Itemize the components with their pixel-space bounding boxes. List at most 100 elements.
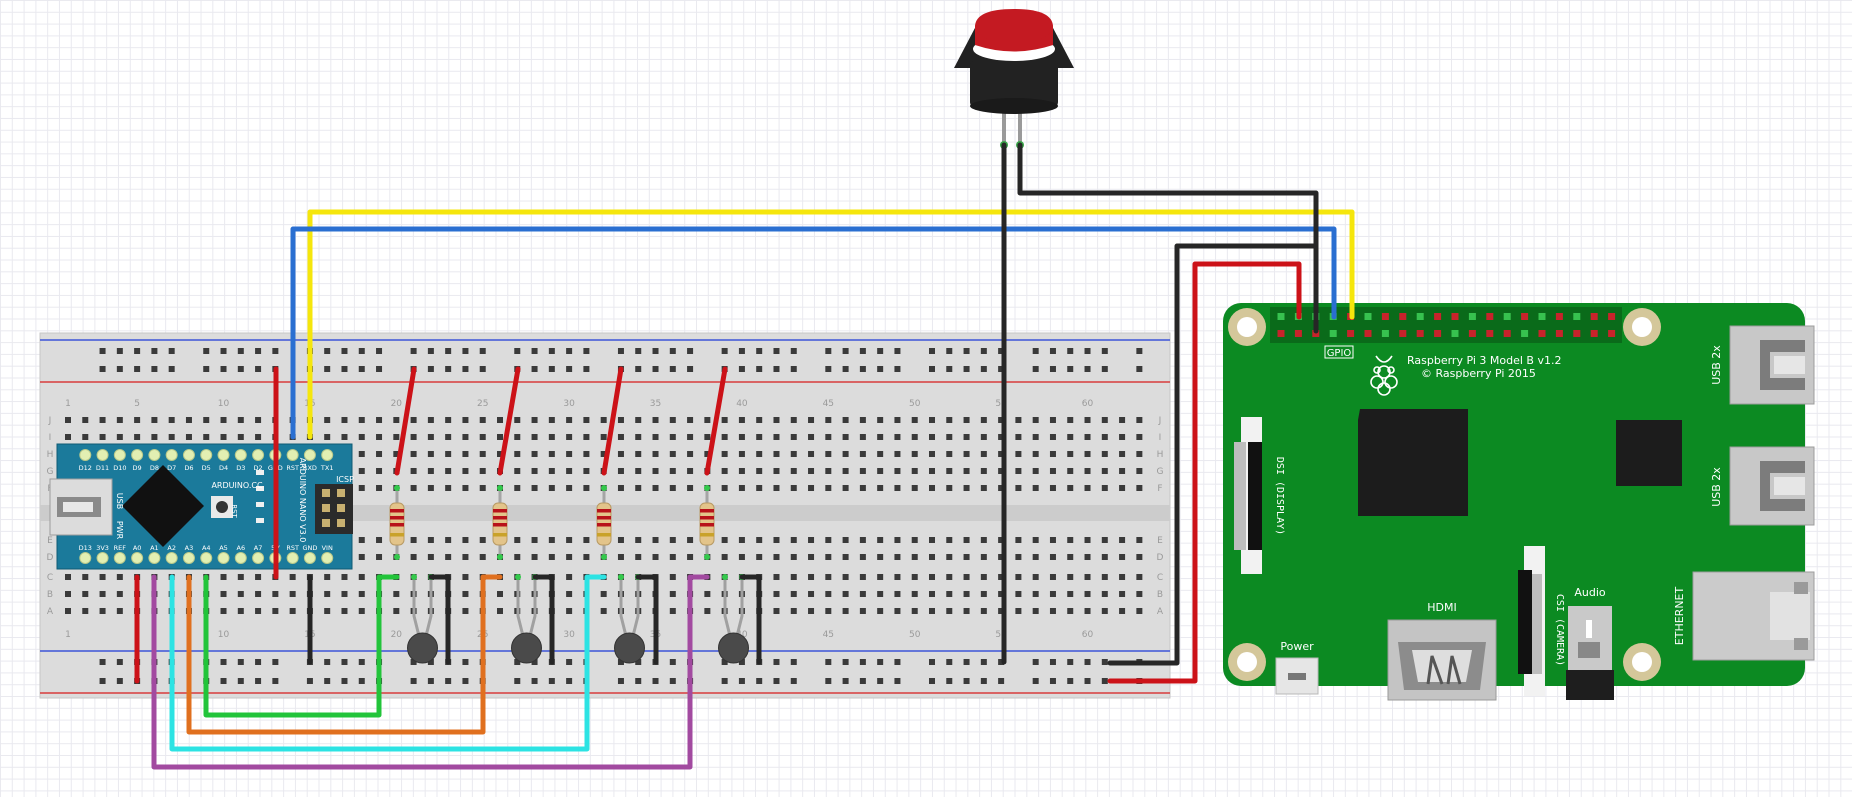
breadboard-rail-hole <box>877 678 884 684</box>
breadboard-hole <box>600 434 607 440</box>
breadboard-hole <box>1032 591 1039 597</box>
breadboard-rail-hole <box>859 348 866 354</box>
breadboard-hole <box>566 468 573 474</box>
breadboard-hole <box>842 537 849 543</box>
breadboard-hole <box>859 417 866 423</box>
breadboard-hole <box>220 574 227 580</box>
breadboard-hole <box>859 468 866 474</box>
row-letter: E <box>1157 536 1163 546</box>
breadboard-hole <box>721 554 728 560</box>
nano-pin <box>234 552 247 564</box>
breadboard-hole <box>1032 554 1039 560</box>
breadboard-hole <box>376 537 383 543</box>
column-number-bottom: 60 <box>1082 630 1094 640</box>
breadboard-hole <box>894 554 901 560</box>
breadboard-hole <box>531 468 538 474</box>
breadboard-rail-hole <box>134 348 141 354</box>
breadboard-rail-hole <box>738 366 745 372</box>
breadboard-hole <box>790 485 797 491</box>
nano-pin <box>96 552 109 564</box>
breadboard-rail-hole <box>1136 366 1143 372</box>
nano-pin <box>182 449 195 461</box>
breadboard-hole <box>1119 485 1126 491</box>
breadboard-hole <box>220 434 227 440</box>
breadboard-hole <box>410 537 417 543</box>
thermistors <box>407 574 749 664</box>
breadboard-rail-hole <box>825 659 832 665</box>
nano-pin-label: D5 <box>202 464 211 472</box>
breadboard-rail-hole <box>738 659 745 665</box>
breadboard-hole <box>998 434 1005 440</box>
gpio-pin <box>1381 313 1389 320</box>
breadboard-rail-hole <box>358 348 365 354</box>
breadboard-hole <box>445 554 452 560</box>
breadboard-hole <box>583 434 590 440</box>
breadboard-rail-hole <box>99 659 106 665</box>
breadboard-hole <box>825 537 832 543</box>
breadboard-hole <box>583 537 590 543</box>
breadboard-hole <box>704 608 711 614</box>
breadboard-hole <box>842 468 849 474</box>
breadboard-hole <box>911 451 918 457</box>
gpio-pin <box>1608 313 1616 320</box>
breadboard-rail-hole <box>790 659 797 665</box>
nano-pin-label: A0 <box>133 544 142 552</box>
usb-port-1-label: USB 2x <box>1710 345 1723 385</box>
column-number-bottom: 45 <box>823 630 834 640</box>
breadboard-hole <box>859 451 866 457</box>
breadboard-hole <box>1067 485 1074 491</box>
row-letter: G <box>1157 467 1164 477</box>
breadboard-hole <box>376 554 383 560</box>
breadboard-hole <box>652 451 659 457</box>
breadboard-hole <box>462 608 469 614</box>
breadboard-hole <box>99 434 106 440</box>
breadboard-hole <box>617 434 624 440</box>
column-number-top: 5 <box>134 399 140 409</box>
column-number-top: 10 <box>218 399 230 409</box>
gpio-pin <box>1555 313 1563 320</box>
breadboard-hole <box>669 417 676 423</box>
breadboard-rail-hole <box>548 348 555 354</box>
row-letter: J <box>1158 416 1162 426</box>
breadboard-hole <box>566 417 573 423</box>
breadboard-hole <box>514 417 521 423</box>
breadboard-hole <box>946 591 953 597</box>
breadboard-hole <box>341 608 348 614</box>
breadboard-rail-hole <box>998 348 1005 354</box>
breadboard-hole <box>497 434 503 440</box>
breadboard-hole <box>859 574 866 580</box>
breadboard-rail-hole <box>134 366 141 372</box>
breadboard-hole <box>894 591 901 597</box>
breadboard-hole <box>1101 591 1108 597</box>
breadboard-hole <box>635 485 642 491</box>
breadboard-hole <box>998 468 1005 474</box>
breadboard-rail-hole <box>255 348 262 354</box>
row-letter: G <box>47 467 54 477</box>
nano-pin <box>252 552 265 564</box>
breadboard-rail-hole <box>548 366 555 372</box>
pi-usb-controller-chip <box>1616 420 1682 486</box>
breadboard-rail-hole <box>635 678 642 684</box>
push-button <box>954 9 1074 149</box>
ethernet-label: ETHERNET <box>1673 587 1686 646</box>
column-number-top: 20 <box>391 399 403 409</box>
breadboard-hole <box>358 468 365 474</box>
breadboard-hole <box>479 485 486 491</box>
breadboard-hole <box>324 591 331 597</box>
nano-pin <box>165 552 178 564</box>
breadboard-hole <box>911 574 918 580</box>
gpio-pin <box>1555 330 1563 337</box>
breadboard-hole <box>980 485 987 491</box>
pi-board <box>1223 303 1805 686</box>
breadboard-rail-hole <box>980 659 987 665</box>
breadboard-hole <box>825 591 832 597</box>
csi-connector <box>1518 546 1545 696</box>
row-letter: D <box>47 553 54 563</box>
nano-pin <box>321 449 334 461</box>
breadboard-hole <box>410 485 417 491</box>
breadboard-hole <box>479 417 486 423</box>
breadboard-rail-hole <box>462 348 469 354</box>
nano-pin <box>217 449 230 461</box>
breadboard-hole <box>635 451 642 457</box>
